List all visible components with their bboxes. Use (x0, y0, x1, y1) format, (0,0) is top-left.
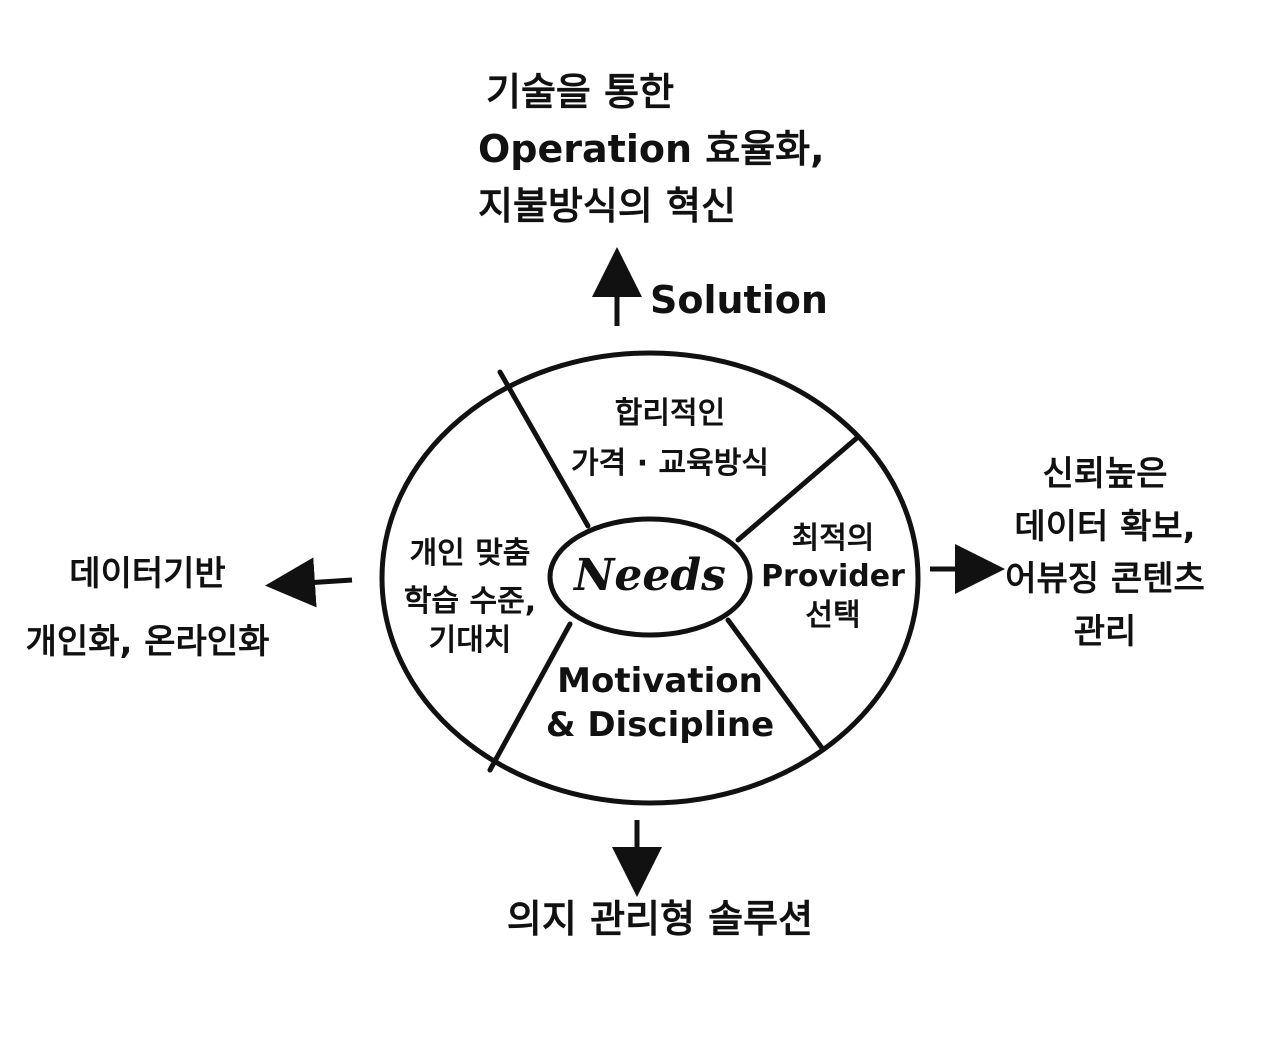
segment-left-line-3: 기대치 (428, 622, 512, 658)
output-right-line-1: 신뢰높은 (1042, 454, 1168, 494)
segment-left-line-2: 학습 수준, (403, 584, 537, 620)
output-left-line-2: 개인화, 온라인화 (25, 622, 270, 662)
needs-ellipse (547, 516, 753, 638)
output-top-line-3: 지불방식의 혁신 (478, 184, 736, 228)
solution-text: Solution (650, 278, 828, 322)
segment-left-line-1: 개인 맞춤 (409, 536, 531, 571)
spoke-bottom-left (487, 621, 573, 773)
output-right-line-4: 관리 (1073, 612, 1137, 653)
output-top-line-1: 기술을 통한 (486, 70, 675, 114)
segment-top-label: 합리적인 가격 · 교육방식 (540, 395, 800, 484)
segment-bottom-line-1: Motivation (557, 661, 763, 701)
segment-bottom-line-2: & Discipline (545, 704, 775, 745)
output-left: 데이터기반 개인화, 온라인화 (5, 540, 290, 676)
output-bottom: 의지 관리형 솔루션 (480, 895, 840, 944)
segment-left-label: 개인 맞춤 학습 수준, 기대치 (385, 535, 555, 660)
segment-right-line-1: 최적의 (791, 521, 875, 556)
segment-top-line-1: 합리적인 (614, 396, 726, 431)
segment-bottom-label: Motivation & Discipline (535, 660, 785, 747)
segment-top-line-2: 가격 · 교육방식 (571, 446, 769, 482)
needs-label: Needs (570, 548, 730, 604)
output-top: 기술을 통한 Operation 효율화, 지불방식의 혁신 (478, 64, 825, 235)
output-right-line-2: 데이터 확보, (1014, 506, 1196, 547)
arrow-left (265, 557, 353, 608)
output-bottom-line-1: 의지 관리형 솔루션 (506, 897, 814, 941)
segment-right-line-2: Provider (761, 559, 905, 595)
segment-right-line-3: 선택 (805, 597, 861, 633)
output-top-line-2: Operation 효율화, (478, 127, 825, 171)
output-right: 신뢰높은 데이터 확보, 어뷰징 콘텐츠 관리 (985, 448, 1225, 659)
spoke-bottom-right (725, 617, 825, 751)
output-left-line-1: 데이터기반 (69, 554, 226, 594)
spoke-top-left (497, 369, 591, 529)
output-right-line-3: 어뷰징 콘텐츠 (1005, 559, 1205, 600)
needs-text: Needs (574, 550, 726, 601)
outer-circle (379, 350, 921, 806)
solution-label: Solution (650, 276, 828, 325)
spoke-top-right (735, 434, 861, 543)
segment-right-label: 최적의 Provider 선택 (758, 520, 908, 635)
